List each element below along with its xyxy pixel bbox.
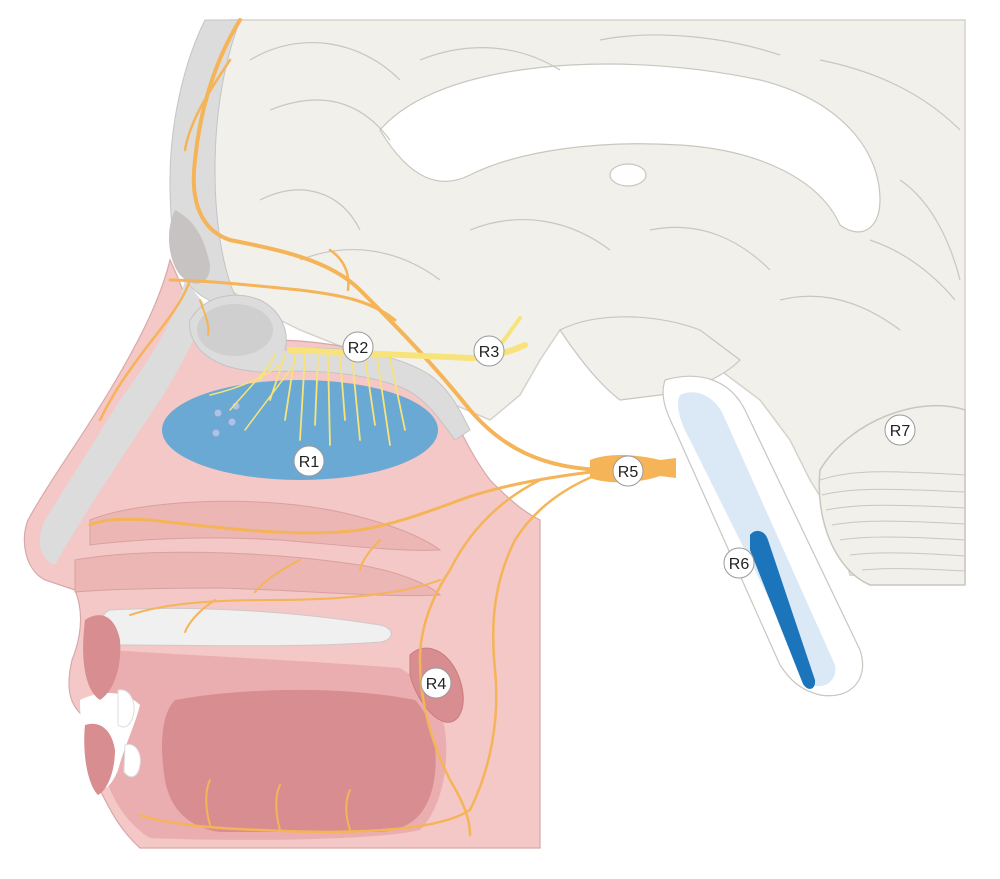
trigeminal-nerve xyxy=(88,18,612,837)
label-r7: R7 xyxy=(884,414,916,446)
nasal-bone xyxy=(39,280,205,565)
brain-gyri xyxy=(249,34,961,331)
label-r2: R2 xyxy=(342,331,374,363)
epithelium-dots xyxy=(211,401,241,438)
ventricle xyxy=(609,163,647,187)
tongue xyxy=(162,689,436,832)
teeth xyxy=(117,689,141,778)
frontal-sinus xyxy=(168,210,210,284)
cerebellum xyxy=(818,404,966,586)
label-r4: R4 xyxy=(420,667,452,699)
cerebellum-folia xyxy=(819,471,966,572)
label-r5-text: R5 xyxy=(618,464,639,481)
corpus-callosum xyxy=(379,63,881,233)
crista-bone xyxy=(197,304,273,356)
label-r4-text: R4 xyxy=(426,676,447,693)
label-r3: R3 xyxy=(473,335,505,367)
label-r5: R5 xyxy=(612,455,644,487)
label-r7-text: R7 xyxy=(890,423,911,440)
label-r6: R6 xyxy=(723,547,755,579)
turbinates xyxy=(74,500,442,597)
lips xyxy=(83,615,121,795)
label-r2-text: R2 xyxy=(348,340,369,357)
label-r6-text: R6 xyxy=(729,556,750,573)
label-r3-text: R3 xyxy=(479,344,500,361)
brainstem-nucleus xyxy=(750,530,816,689)
label-r1-text: R1 xyxy=(299,454,320,471)
label-r1: R1 xyxy=(293,445,325,477)
